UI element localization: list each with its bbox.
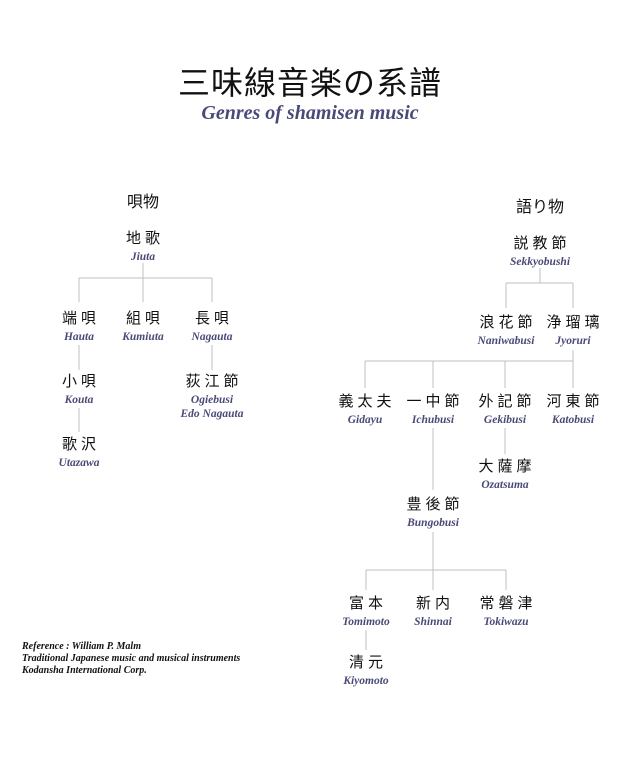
node-en-label: Utazawa bbox=[58, 457, 100, 469]
node-en-label-alt: Edo Nagauta bbox=[180, 408, 244, 420]
node-kumiuta: 組唄 Kumiuta bbox=[83, 309, 203, 344]
reference-line: Traditional Japanese music and musical i… bbox=[22, 653, 241, 664]
reference-line: Kodansha International Corp. bbox=[22, 665, 147, 676]
node-jp-label: 富本 bbox=[348, 594, 387, 612]
node-jp-label: 常磐津 bbox=[479, 594, 537, 612]
node-utazawa: 歌沢 Utazawa bbox=[19, 435, 139, 470]
node-katobusi: 河東節 Katobusi bbox=[513, 392, 620, 427]
node-jp-label: 豊後節 bbox=[406, 495, 464, 513]
node-en-label: Ogiebusi bbox=[190, 394, 234, 406]
node-ichubusi: 一中節 Ichubusi bbox=[373, 392, 493, 427]
node-jp-label: 清元 bbox=[348, 653, 387, 671]
page-subtitle: Genres of shamisen music bbox=[201, 102, 419, 124]
node-jp-label: 組唄 bbox=[125, 309, 164, 327]
node-en-label: Kouta bbox=[64, 394, 94, 406]
node-en-label: Tokiwazu bbox=[483, 616, 529, 628]
node-nagauta: 長唄 Nagauta bbox=[152, 309, 272, 344]
node-tomimoto: 富本 Tomimoto bbox=[306, 594, 426, 629]
node-en-label: Hauta bbox=[63, 331, 95, 343]
node-en-label: Naniwabusi bbox=[477, 335, 535, 347]
node-bungobusi: 豊後節 Bungobusi bbox=[373, 495, 493, 530]
connector-lines bbox=[78, 263, 574, 650]
node-kiyomoto: 清元 Kiyomoto bbox=[306, 653, 426, 688]
node-en-label: Jiuta bbox=[130, 251, 156, 263]
node-en-label: Tomimoto bbox=[342, 616, 390, 628]
page-title: 三味線音楽の系譜 bbox=[177, 64, 442, 102]
node-ogiebusi: 荻江節 Ogiebusi Edo Nagauta bbox=[152, 372, 272, 421]
node-jp-label: 端唄 bbox=[61, 309, 100, 327]
section-label-katarimono: 語り物 bbox=[515, 197, 564, 216]
node-naniwabusi: 浪花節 Naniwabusi bbox=[446, 313, 566, 348]
node-en-label: Sekkyobushi bbox=[509, 256, 571, 268]
node-en-label: Katobusi bbox=[551, 414, 595, 426]
node-gidayu: 義太夫 Gidayu bbox=[305, 392, 425, 427]
node-en-label: Gidayu bbox=[347, 414, 383, 426]
node-jp-label: 浄瑠璃 bbox=[546, 313, 604, 331]
node-jp-label: 新内 bbox=[415, 594, 454, 612]
node-jp-label: 荻江節 bbox=[185, 372, 243, 390]
node-en-label: Ichubusi bbox=[411, 414, 455, 426]
node-jp-label: 一中節 bbox=[406, 392, 464, 410]
node-en-label: Kiyomoto bbox=[343, 675, 389, 687]
node-en-label: Ozatsuma bbox=[481, 479, 529, 491]
node-sekkyobushi: 説教節 Sekkyobushi bbox=[480, 234, 600, 269]
reference-note: Reference : William P. Malm Traditional … bbox=[22, 641, 240, 677]
node-kouta: 小唄 Kouta bbox=[19, 372, 139, 407]
node-en-label: Shinnai bbox=[414, 616, 452, 628]
node-jp-label: 大薩摩 bbox=[478, 457, 536, 475]
node-jp-label: 説教節 bbox=[513, 234, 571, 252]
node-jp-label: 歌沢 bbox=[61, 435, 100, 453]
node-jp-label: 河東節 bbox=[546, 392, 604, 410]
node-jp-label: 浪花節 bbox=[479, 313, 537, 331]
node-en-label: Nagauta bbox=[191, 331, 233, 343]
node-en-label: Gekibusi bbox=[483, 414, 527, 426]
node-jyoruri: 浄瑠璃 Jyoruri bbox=[513, 313, 620, 348]
node-jp-label: 義太夫 bbox=[338, 392, 396, 410]
node-en-label: Jyoruri bbox=[555, 335, 591, 347]
node-tokiwazu: 常磐津 Tokiwazu bbox=[446, 594, 566, 629]
section-label-utamono: 唄物 bbox=[126, 192, 159, 211]
node-ozatsuma: 大薩摩 Ozatsuma bbox=[445, 457, 565, 492]
reference-line: Reference : William P. Malm bbox=[22, 641, 141, 652]
node-jp-label: 小唄 bbox=[61, 372, 100, 390]
node-jp-label: 外記節 bbox=[478, 392, 536, 410]
node-jp-label: 地歌 bbox=[125, 229, 164, 247]
node-shinnai: 新内 Shinnai bbox=[373, 594, 493, 629]
node-jp-label: 長唄 bbox=[194, 309, 233, 327]
node-en-label: Bungobusi bbox=[407, 517, 459, 529]
node-gekibusi: 外記節 Gekibusi bbox=[445, 392, 565, 427]
node-en-label: Kumiuta bbox=[122, 331, 164, 343]
node-hauta: 端唄 Hauta bbox=[19, 309, 139, 344]
node-jiuta: 地歌 Jiuta bbox=[83, 229, 203, 264]
